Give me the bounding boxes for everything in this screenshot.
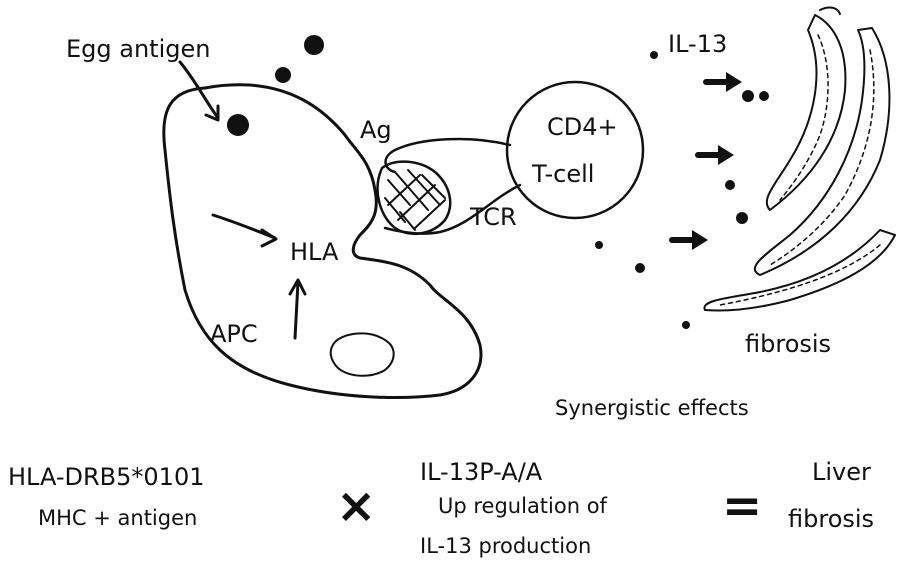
il13-dot xyxy=(742,90,754,102)
il13-dot xyxy=(759,91,769,101)
result-line2: fibrosis xyxy=(788,505,874,533)
il13-arrow xyxy=(698,145,734,165)
cd4-tcell-outline xyxy=(507,82,643,218)
antigen-dot xyxy=(227,114,249,136)
il13-dot xyxy=(682,321,690,329)
ag-label: Ag xyxy=(360,116,392,144)
tcell-label: T-cell xyxy=(531,160,594,188)
hla-label: HLA xyxy=(290,238,339,266)
equals-symbol: = xyxy=(722,478,762,534)
il13-arrow xyxy=(706,72,742,92)
il13-dot xyxy=(595,241,603,249)
equation-term2-title: IL-13P-A/A xyxy=(420,458,543,486)
equation-term1-title: HLA-DRB5*0101 xyxy=(8,463,205,491)
hla-up-arrow xyxy=(290,280,305,338)
egg-antigen-label: Egg antigen xyxy=(66,35,210,63)
synergistic-effects-label: Synergistic effects xyxy=(555,396,749,420)
antigen-dot xyxy=(275,67,291,83)
result-line1: Liver xyxy=(812,458,871,486)
equation-term2-line3: IL-13 production xyxy=(420,534,591,558)
il13-label: IL-13 xyxy=(668,30,727,58)
tcell-connector-upper xyxy=(386,139,510,172)
il13-dot xyxy=(635,263,645,273)
il13-arrow xyxy=(672,230,708,250)
apc-label: APC xyxy=(210,320,258,348)
tcr-label: TCR xyxy=(469,203,517,231)
fibrosis-label: fibrosis xyxy=(745,330,831,358)
nucleus-outline xyxy=(331,333,394,375)
il13-dot xyxy=(650,51,658,59)
equation-term1-subtitle: MHC + antigen xyxy=(38,506,197,530)
fibrosis-strands xyxy=(704,7,895,310)
il13-dot xyxy=(725,180,735,190)
hla-tcr-complex xyxy=(378,162,451,234)
equation-term2-line2: Up regulation of xyxy=(438,494,608,518)
times-symbol: × xyxy=(336,478,376,534)
cd4-label: CD4+ xyxy=(547,113,618,141)
hla-left-arrow xyxy=(213,215,276,246)
antigen-dot xyxy=(304,35,324,55)
il13-dot xyxy=(736,212,748,224)
